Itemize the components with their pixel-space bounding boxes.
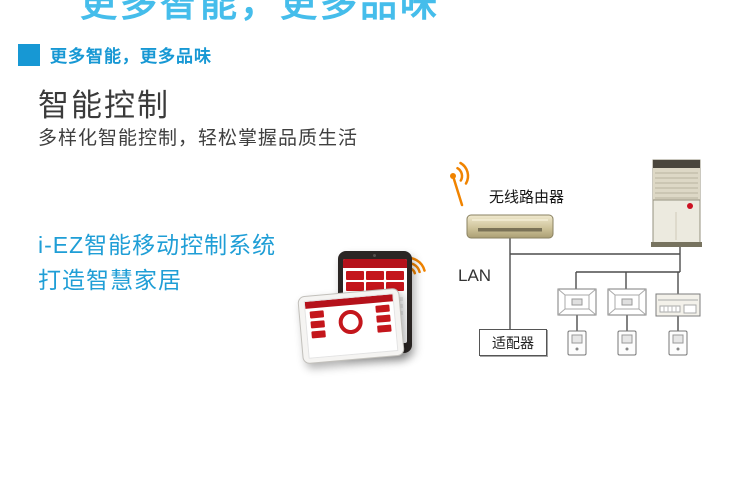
app-tile [346,282,364,291]
outdoor-unit [651,159,702,247]
camera-dot-icon [373,254,376,257]
router-label: 无线路由器 [489,189,565,206]
lan-label: LAN [458,266,492,285]
page-title: 智能控制 [38,88,170,123]
wifi-antenna-icon [450,161,470,207]
connection-lines [509,238,681,331]
cassette-indoor-unit-2 [607,288,647,316]
promo-text: i-EZ智能移动控制系统 打造智慧家居 [38,228,276,298]
wired-controller-3 [668,330,688,356]
adapter-box: 适配器 [479,329,547,356]
section-tagline-row: 更多智能，更多品味 [18,42,212,67]
tablet-front-screen [303,293,399,359]
page-subtitle: 多样化智能控制，轻松掌握品质生活 [38,128,359,149]
section-tagline: 更多智能，更多品味 [50,47,212,66]
tablet-device-front [297,287,405,365]
app-tile [366,271,384,280]
thermostat-dial-icon [337,309,364,336]
app-right-column [375,304,392,333]
app-tile [309,310,325,319]
app-center [328,306,374,337]
duct-indoor-unit [655,293,701,317]
clipped-heading: 更多智能，更多品味 [80,0,440,24]
app-tile [377,324,392,333]
app-header-bar [343,259,407,268]
wireless-router [466,214,554,239]
app-tile [376,314,391,323]
cassette-indoor-unit-1 [557,288,597,316]
app-tile-grid [343,268,407,294]
wired-controller-1 [567,330,587,356]
brand-logo-dot [687,203,693,209]
promo-line-2: 打造智慧家居 [38,267,182,293]
wired-controller-2 [617,330,637,356]
blue-square-bullet-icon [18,43,40,66]
app-tile [386,271,404,280]
app-tile [366,282,384,291]
app-tile [386,282,404,291]
app-tile [311,330,326,339]
app-tile [310,320,326,329]
app-body [305,301,396,342]
promo-line-1: i-EZ智能移动控制系统 [38,232,277,258]
app-left-column [309,310,326,339]
app-tile [346,271,364,280]
app-tile [375,304,390,313]
